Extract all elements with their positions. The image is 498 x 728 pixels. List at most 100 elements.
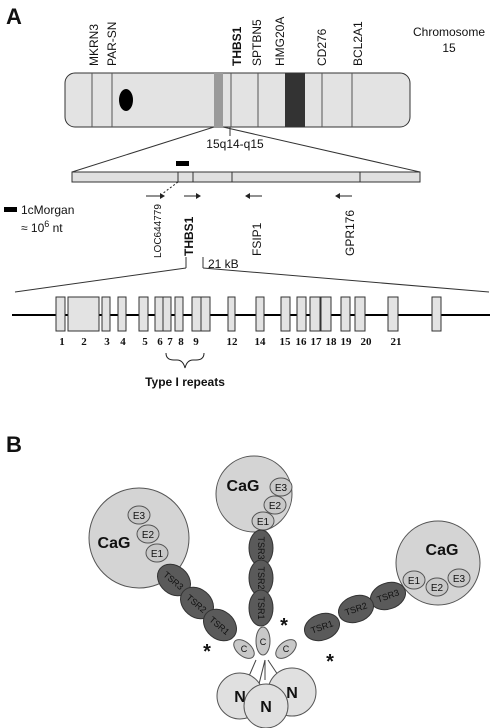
exon-label: 21: [391, 336, 402, 348]
exon-label: 20: [361, 336, 373, 348]
zoom-line-left: [71, 126, 215, 173]
exon-box: [387, 296, 399, 332]
svg-text:N: N: [234, 689, 246, 706]
exon-box: [280, 296, 291, 332]
exon-box: [200, 296, 211, 332]
gene-label-sptbn5: SPTBN5: [250, 19, 264, 66]
gene-label-bcl2a1: BCL2A1: [351, 21, 365, 66]
left-e2: [136, 524, 160, 544]
right-arm: CaG E1 E2 E3 TSR3 TSR2 TSR1 C *: [275, 520, 481, 673]
repeats-brace: [165, 352, 205, 369]
exon-label: 1: [59, 336, 65, 348]
left-asterisk: *: [203, 641, 211, 663]
exon-label: 9: [193, 336, 199, 348]
region-arrows: [146, 181, 352, 199]
exon-box: [340, 296, 351, 332]
scale-bar-marker: [176, 161, 189, 166]
chromosome-number: 15: [442, 41, 456, 55]
exon-label: 2: [81, 336, 87, 348]
left-e3: [127, 505, 151, 525]
svg-text:C: C: [241, 644, 248, 654]
gene-label-thbs1: THBS1: [230, 26, 244, 66]
band-label: 15q14-q15: [206, 137, 264, 151]
left-cag-label: CaG: [98, 535, 131, 552]
left-e1: [145, 543, 169, 563]
svg-text:E3: E3: [453, 574, 466, 585]
exon-box: [296, 296, 307, 332]
svg-text:N: N: [286, 685, 298, 702]
exon-box: [138, 296, 149, 332]
middle-asterisk: *: [280, 615, 288, 637]
exon-label: 14: [255, 336, 267, 348]
exon-box: [354, 296, 366, 332]
right-e3: [447, 568, 471, 588]
middle-arm: CaG E3 E2 E1 TSR3 TSR2 TSR1 C *: [215, 455, 293, 656]
centromere: [119, 89, 133, 111]
svg-text:N: N: [260, 699, 272, 716]
svg-text:E2: E2: [431, 583, 444, 594]
region-gene-gpr176: GPR176: [343, 210, 357, 256]
region-gene-fsip1: FSIP1: [250, 222, 264, 256]
gene-label-cd276: CD276: [315, 28, 329, 66]
gene-label-mkrn3: MKRN3: [87, 24, 101, 66]
exon-label: 19: [341, 336, 353, 348]
svg-text:E1: E1: [151, 549, 164, 560]
svg-text:TSR3: TSR3: [256, 536, 266, 559]
right-tsr2: [338, 594, 374, 624]
middle-cag-label: CaG: [227, 478, 260, 495]
gene-label-par-sn: PAR-SN: [105, 22, 119, 66]
scale-line1: 1cMorgan: [21, 203, 74, 217]
region-gene-thbs1: THBS1: [182, 216, 196, 256]
svg-text:C: C: [260, 637, 267, 647]
zoom-line-right: [222, 126, 421, 173]
exon-box: [67, 296, 100, 332]
exon-box: [191, 296, 202, 332]
exon-label: 12: [227, 336, 239, 348]
svg-text:TSR1: TSR1: [256, 596, 266, 619]
exon-box: [162, 296, 172, 332]
svg-text:E1: E1: [408, 576, 421, 587]
exon-label: 6: [157, 336, 163, 348]
exon-box: [431, 296, 442, 332]
exon-box: [255, 296, 265, 332]
region-gene-loc644779: LOC644779: [153, 204, 164, 258]
svg-text:E1: E1: [257, 517, 270, 528]
svg-text:E2: E2: [269, 501, 282, 512]
exon-label: 7: [167, 336, 173, 348]
exon-label: 17: [311, 336, 323, 348]
exon-box: [320, 296, 332, 332]
dark-band: [285, 73, 305, 127]
exon-box: [174, 296, 184, 332]
exon-label: 18: [326, 336, 338, 348]
exon-label: 8: [178, 336, 184, 348]
n-domain-center: [243, 683, 289, 728]
panel-b-label: B: [6, 432, 22, 457]
exon-boxes: [55, 296, 442, 332]
repeats-label: Type I repeats: [145, 375, 225, 389]
right-c-domain: [275, 639, 297, 659]
n-domains: N N N: [216, 667, 317, 728]
region-bar: [71, 161, 421, 183]
exon-box: [55, 296, 66, 332]
thbs1-band: [214, 73, 223, 127]
svg-text:E2: E2: [142, 530, 155, 541]
middle-tsr1: [248, 589, 274, 627]
gene-zoom-line-right: [202, 267, 490, 293]
middle-c-domain: [255, 626, 271, 656]
right-cag-label: CaG: [426, 542, 459, 559]
exon-box: [227, 296, 236, 332]
gene-size-label: 21 kB: [208, 257, 239, 271]
chromosome-ideogram: [64, 72, 411, 128]
right-e1: [402, 570, 426, 590]
left-c-domain: [233, 639, 255, 659]
exon-label: 3: [104, 336, 110, 348]
exon-box: [309, 296, 321, 332]
left-tsr1: [203, 608, 237, 642]
svg-text:C: C: [283, 644, 290, 654]
gene-label-hmg20a: HMG20A: [273, 17, 287, 66]
left-arm: CaG E3 E2 E1 TSR3 TSR2 TSR1 C *: [88, 487, 255, 663]
right-asterisk: *: [326, 651, 334, 673]
chromosome-name: Chromosome: [413, 25, 485, 39]
